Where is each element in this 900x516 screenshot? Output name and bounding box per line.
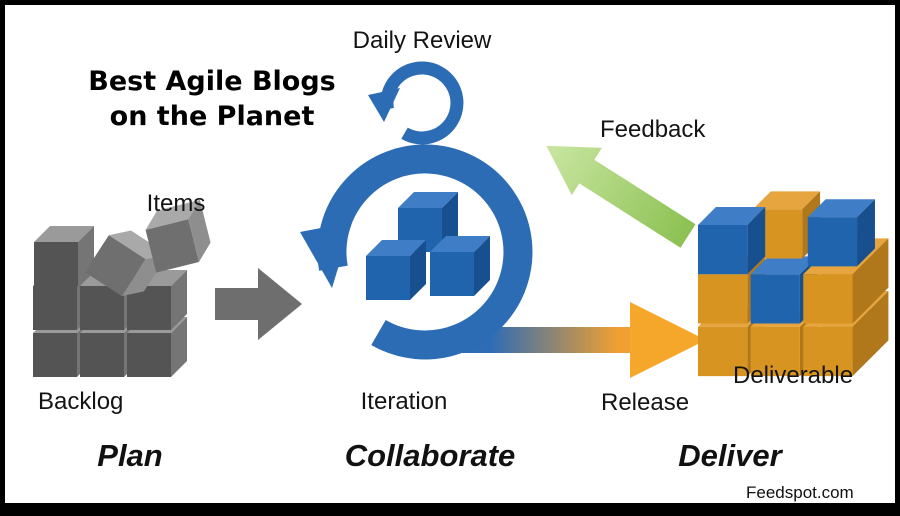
frame-border-right	[895, 0, 900, 516]
deliverable-cubes-icon	[698, 191, 889, 377]
daily-review-loop-icon	[368, 61, 464, 145]
feedback-label: Feedback	[600, 116, 706, 143]
frame-border-left	[0, 0, 5, 516]
page-title-line1: Best Agile Blogs	[88, 66, 336, 97]
feedspot-brand-text: Feedspot.com	[746, 483, 854, 502]
backlog-cubes-icon	[33, 199, 211, 377]
backlog-label: Backlog	[38, 388, 124, 415]
feedback-arrow-icon	[546, 145, 696, 248]
phase-collaborate-label: Collaborate	[344, 438, 516, 473]
iteration-cycle-icon	[300, 144, 533, 360]
frame-border-top	[0, 0, 900, 5]
page-title-line2: on the Planet	[109, 101, 315, 132]
phase-plan-label: Plan	[97, 438, 163, 473]
items-label: Items	[146, 190, 206, 217]
frame-border-bottom	[0, 503, 900, 516]
iteration-label: Iteration	[360, 388, 448, 415]
flow-arrow-icon	[215, 268, 302, 340]
iteration-cubes-icon	[366, 192, 490, 300]
deliverable-label: Deliverable	[733, 362, 854, 389]
phase-deliver-label: Deliver	[678, 438, 782, 473]
daily-review-label: Daily Review	[352, 27, 492, 54]
release-label: Release	[601, 389, 690, 416]
page-title: Best Agile Blogs on the Planet	[62, 64, 362, 134]
